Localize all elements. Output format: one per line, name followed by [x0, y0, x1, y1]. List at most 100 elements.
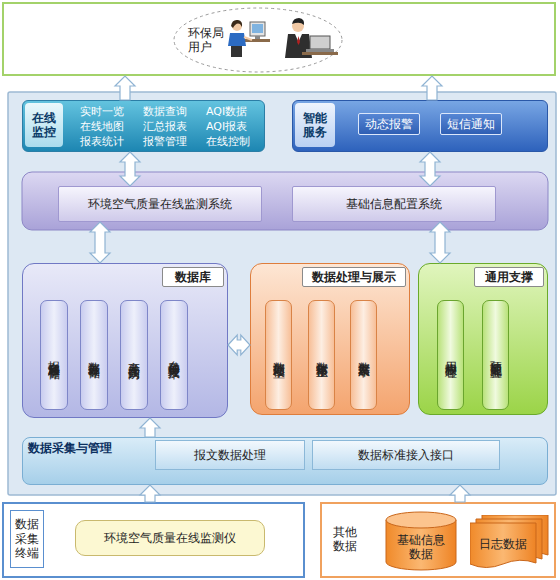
- monitor-panel: 在线 监控实时一览数据查询AQI数据在线地图汇总报表AQI报表报表统计报警管理在…: [22, 100, 265, 152]
- menu-item: 在线控制: [206, 134, 264, 149]
- hair: [292, 18, 304, 25]
- document-sheet: [482, 515, 548, 560]
- document-stack: 日志数据: [470, 515, 550, 569]
- block-arrow: [228, 335, 250, 355]
- desk: [244, 39, 270, 42]
- module-pill: 预警通知配置: [482, 300, 509, 410]
- user-frame: 环保局 用户: [2, 2, 556, 76]
- support-group: 通用支撑用户权限管理预警通知配置: [418, 263, 548, 415]
- terminal-frame: 数据 采集 终端环境空气质量在线监测仪: [2, 502, 305, 578]
- frame-label: 其他 数据: [328, 520, 362, 558]
- cylinder-top: [386, 512, 456, 528]
- service-panel: 智能 服务 动态报警短信通知: [292, 100, 548, 152]
- box-label: 短信通知: [440, 113, 502, 135]
- block-arrow: [422, 76, 442, 100]
- arm: [244, 37, 252, 40]
- database-cylinder: 基础信息 数据: [385, 511, 457, 571]
- screen: [252, 24, 263, 33]
- vertical-label: 数据处理模型: [265, 300, 292, 410]
- device-box: 环境空气质量在线监测仪: [75, 520, 265, 556]
- acquisition-band: 数据采集与管理 报文数据处理数据标准接入接口: [22, 437, 548, 485]
- block-arrow: [140, 418, 160, 437]
- vertical-label: 数据发布展示: [350, 300, 377, 410]
- menu-item: AQI数据: [206, 104, 264, 119]
- service-button: 短信通知: [440, 113, 502, 135]
- module-pill: 自动备份处理技术: [160, 300, 188, 410]
- suit: [285, 34, 312, 58]
- acquisition-box: 报文数据处理: [155, 440, 305, 470]
- module-pill: 数据发布展示: [350, 300, 377, 410]
- block-arrow: [140, 485, 160, 502]
- module-pill: 用户权限管理: [437, 300, 464, 410]
- menu-item: 报表统计: [80, 134, 138, 149]
- head: [232, 21, 242, 31]
- tie: [297, 36, 300, 45]
- menu-item: 报警管理: [143, 134, 201, 149]
- cylinder-outline: [385, 511, 457, 571]
- box-label: 环境空气质量在线监测系统: [58, 186, 262, 222]
- system-box: 环境空气质量在线监测系统: [58, 186, 262, 222]
- panel-tab: 在线 监控: [25, 103, 63, 147]
- hair: [231, 20, 242, 28]
- vertical-label: 报文自动解析存储: [40, 300, 68, 410]
- vertical-label: 高并发接入访问: [120, 300, 148, 410]
- body: [228, 33, 246, 46]
- acquisition-box: 数据标准接入接口: [312, 440, 500, 470]
- panel-tab: 智能 服务: [295, 103, 335, 147]
- cylinder-label: 基础信息 数据: [389, 529, 453, 565]
- user-ellipse: [174, 8, 342, 72]
- user-label: 环保局 用户: [188, 20, 232, 60]
- menu-item: 汇总报表: [143, 119, 201, 134]
- document-outline: [470, 515, 550, 569]
- document-label: 日志数据: [470, 527, 536, 561]
- head: [292, 20, 304, 32]
- box-label: 环境空气质量在线监测仪: [75, 520, 265, 556]
- box-label: 报文数据处理: [155, 440, 305, 470]
- system-box: 基础信息配置系统: [292, 186, 496, 222]
- block-arrow: [420, 152, 440, 186]
- shirt: [295, 34, 302, 42]
- monitor-stand: [255, 36, 260, 39]
- band-title: 数据采集与管理: [28, 440, 132, 456]
- vertical-label: 自动备份处理技术: [160, 300, 188, 410]
- module-pill: 高并发接入访问: [120, 300, 148, 410]
- block-arrow: [90, 222, 110, 263]
- group-tab: 数据库: [162, 267, 224, 287]
- processing-group: 数据处理与展示数据处理模型数据审核修正数据发布展示: [250, 263, 410, 415]
- block-arrow: [450, 485, 470, 502]
- document-sheet: [476, 519, 542, 564]
- box-label: 动态报警: [358, 113, 420, 135]
- laptop-screen: [310, 36, 330, 49]
- cylinder-body: [386, 520, 456, 570]
- module-pill: 报文自动解析存储: [40, 300, 68, 410]
- box-label: 基础信息配置系统: [292, 186, 496, 222]
- block-arrow: [120, 152, 140, 186]
- module-pill: 数据审核修正: [308, 300, 335, 410]
- module-pill: 数据处理模型: [265, 300, 292, 410]
- man-at-laptop: [285, 18, 338, 58]
- block-arrow: [430, 222, 450, 263]
- platform-panel: [8, 92, 556, 495]
- group-tab: 通用支撑: [474, 267, 544, 287]
- database-group: 数据库报文自动解析存储数据分表存储高并发接入访问自动备份处理技术: [22, 263, 228, 418]
- desk: [302, 52, 338, 55]
- system-band: [22, 172, 548, 230]
- module-pill: 数据分表存储: [80, 300, 108, 410]
- menu-item: AQI报表: [206, 119, 264, 134]
- service-button: 动态报警: [358, 113, 420, 135]
- frame-tab: 数据 采集 终端: [10, 510, 44, 568]
- menu-item: 数据查询: [143, 104, 201, 119]
- vertical-label: 数据分表存储: [80, 300, 108, 410]
- vertical-label: 用户权限管理: [437, 300, 464, 410]
- group-tab: 数据处理与展示: [302, 267, 406, 287]
- block-arrow: [115, 76, 135, 100]
- document-sheet: [470, 523, 536, 568]
- woman-at-computer: [228, 20, 270, 57]
- vertical-label: 数据审核修正: [308, 300, 335, 410]
- legs: [231, 46, 242, 57]
